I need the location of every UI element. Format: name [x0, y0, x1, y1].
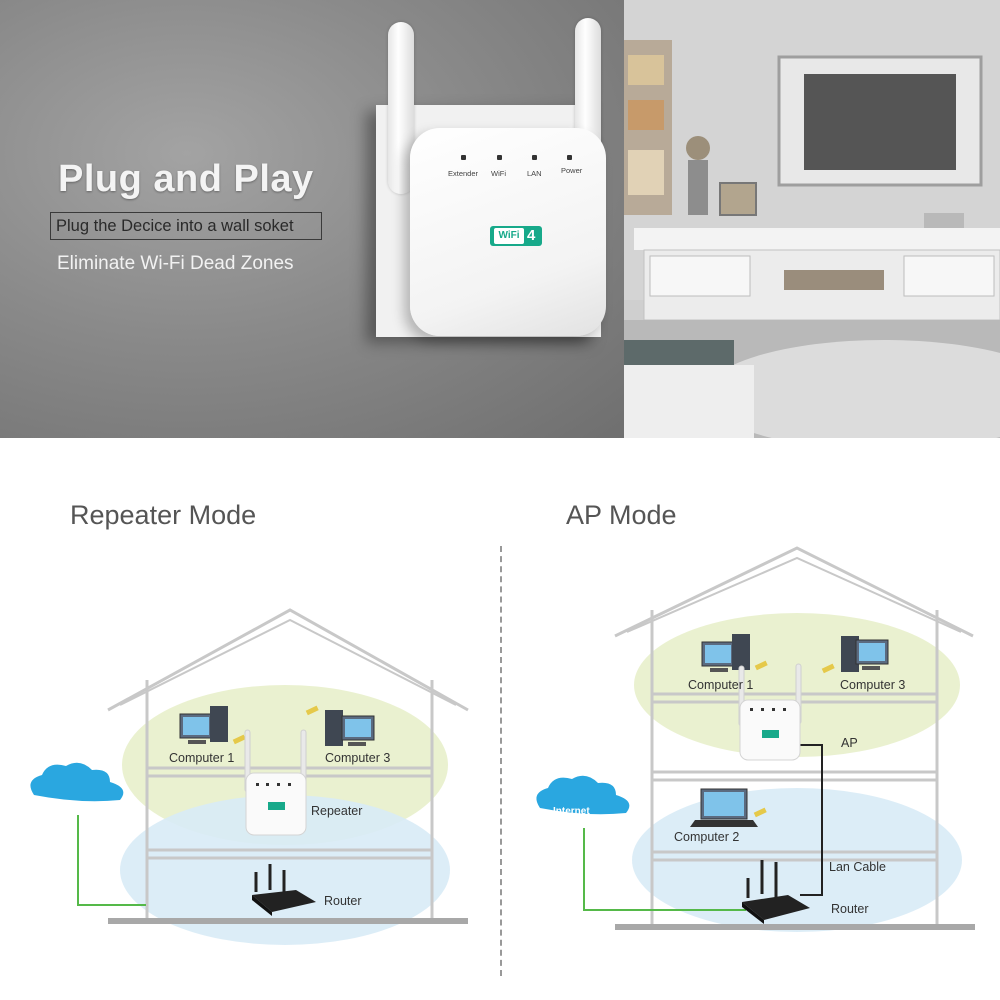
- extender-led-icon: [461, 155, 466, 160]
- ap-computer2-label: Computer 2: [674, 830, 740, 844]
- hero-title: Plug and Play: [58, 158, 314, 200]
- mode-divider: [500, 546, 502, 976]
- ap-computer2-laptop-icon: [690, 788, 767, 827]
- ap-label: AP: [841, 736, 858, 750]
- left-antenna: [388, 22, 414, 194]
- ap-internet-cable: [583, 828, 746, 911]
- wifi-badge-text: WiFi: [494, 228, 524, 244]
- led-label-lan: LAN: [527, 169, 542, 178]
- repeater-house-outline: [107, 608, 469, 920]
- wifi4-badge: WiFi 4: [490, 226, 542, 246]
- repeater-label: Repeater: [311, 804, 363, 818]
- led-label-extender: Extender: [448, 169, 479, 178]
- repeater-mode-diagram: [30, 608, 469, 945]
- ap-router-label: Router: [831, 902, 869, 916]
- ap-internet-cloud-icon: [536, 775, 630, 815]
- repeater-mode-title: Repeater Mode: [70, 500, 257, 530]
- ap-lan-cable-label: Lan Cable: [829, 860, 886, 874]
- led-label-power: Power: [561, 166, 583, 175]
- ap-computer1-label: Computer 1: [688, 678, 754, 692]
- power-led-icon: [567, 155, 572, 160]
- ap-internet-label: Internet: [553, 806, 590, 817]
- ap-router-icon: [742, 860, 810, 924]
- repeater-device-icon: [244, 729, 307, 836]
- repeater-internet-cloud-icon: [30, 762, 124, 802]
- wifi-led-icon: [497, 155, 502, 160]
- ap-computer3-label: Computer 3: [840, 678, 906, 692]
- ap-mode-title: AP Mode: [566, 500, 677, 530]
- led-label-wifi: WiFi: [491, 169, 506, 178]
- repeater-internet-cable: [77, 815, 146, 906]
- repeater-computer3-label: Computer 3: [325, 751, 391, 765]
- hero-subtitle: Eliminate Wi-Fi Dead Zones: [57, 253, 294, 274]
- ap-computer3-icon: [821, 636, 889, 674]
- ap-mode-diagram: [536, 546, 975, 932]
- repeater-floor: [108, 918, 468, 924]
- hero-banner: Plug and Play Plug the Decice into a wal…: [0, 0, 1000, 438]
- repeater-computer1-label: Computer 1: [169, 751, 235, 765]
- ap-device-icon: [738, 663, 802, 761]
- repeater-computer1-icon: [179, 706, 246, 745]
- living-room-photo: [624, 0, 1000, 438]
- hero-boxed-caption: Plug the Decice into a wall soket: [50, 212, 322, 240]
- lan-led-icon: [532, 155, 537, 160]
- repeater-router-label: Router: [324, 894, 362, 908]
- ap-floor: [615, 924, 975, 930]
- repeater-computer3-icon: [305, 705, 375, 746]
- living-room-illustration: [624, 0, 1000, 438]
- repeater-internet-label: Internet: [45, 800, 82, 811]
- wifi-badge-number: 4: [527, 227, 536, 244]
- ap-lan-cable: [800, 744, 823, 896]
- repeater-router-icon: [252, 864, 316, 916]
- ap-computer1-icon: [701, 634, 768, 672]
